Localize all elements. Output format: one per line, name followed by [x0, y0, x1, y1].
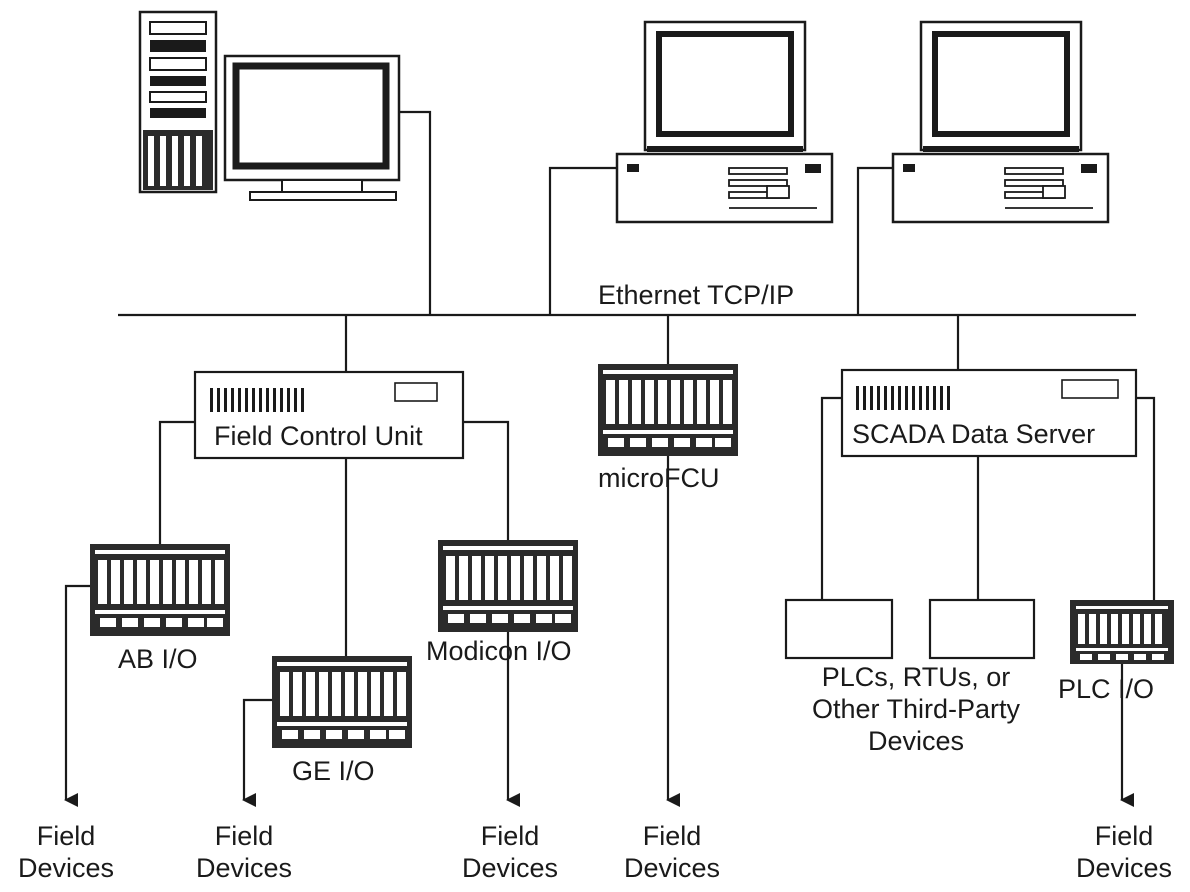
svg-text:Field: Field: [481, 821, 540, 851]
third-party-devices: PLCs, RTUs, or Other Third-Party Devices: [784, 598, 1036, 756]
svg-text:Devices: Devices: [196, 853, 292, 883]
plc-io-label: PLC I/O: [1058, 674, 1154, 704]
field-devices-modicon: Field Devices: [462, 821, 558, 883]
field-control-unit: Field Control Unit: [193, 315, 465, 460]
workstation-connectors: [399, 110, 893, 315]
svg-text:Field: Field: [643, 821, 702, 851]
desktop-computer-icon: [893, 22, 1108, 222]
svg-text:Devices: Devices: [624, 853, 720, 883]
third-party-label-line1: PLCs, RTUs, or: [822, 662, 1011, 692]
ab-io-label: AB I/O: [118, 644, 198, 674]
fcu-branches: [158, 420, 510, 658]
operator-workstation-2: [893, 22, 1108, 222]
server-tower-icon: [138, 10, 218, 194]
operator-workstation-1: [617, 22, 832, 222]
third-party-device-box: [784, 598, 894, 660]
monitor-icon: [223, 54, 401, 201]
third-party-label-line2: Other Third-Party: [812, 694, 1021, 724]
io-rack-icon: [272, 656, 412, 748]
modicon-io-label: Modicon I/O: [426, 636, 572, 666]
field-devices-ge: Field Devices: [196, 821, 292, 883]
scada-branches: [820, 396, 1156, 600]
third-party-label-line3: Devices: [868, 726, 964, 756]
ethernet-bus: Ethernet TCP/IP: [118, 280, 1136, 317]
svg-text:Field: Field: [215, 821, 274, 851]
field-devices-labels: Field Devices Field Devices Field Device…: [18, 821, 1172, 883]
field-devices-microfcu: Field Devices: [624, 821, 720, 883]
ge-io-rack: GE I/O: [242, 656, 412, 807]
field-devices-plc: Field Devices: [1076, 821, 1172, 883]
svg-text:Field: Field: [1095, 821, 1154, 851]
ethernet-label: Ethernet TCP/IP: [598, 280, 794, 310]
svg-text:Field: Field: [37, 821, 96, 851]
desktop-computer-icon: [617, 22, 832, 222]
scada-data-server-label: SCADA Data Server: [852, 419, 1095, 449]
field-control-unit-label: Field Control Unit: [214, 421, 423, 451]
svg-text:Devices: Devices: [1076, 853, 1172, 883]
modicon-io-rack: Modicon I/O: [426, 540, 578, 807]
ab-io-rack: AB I/O: [64, 544, 230, 807]
svg-text:Devices: Devices: [18, 853, 114, 883]
io-rack-icon: [438, 540, 578, 632]
field-devices-ab: Field Devices: [18, 821, 114, 883]
svg-text:Devices: Devices: [462, 853, 558, 883]
plc-io-rack: PLC I/O: [1058, 600, 1174, 807]
io-rack-icon: [90, 544, 230, 636]
microfcu: microFCU: [598, 315, 738, 807]
microfcu-label: microFCU: [598, 463, 720, 493]
third-party-device-box: [928, 598, 1036, 660]
scada-data-server: SCADA Data Server: [840, 315, 1138, 458]
io-rack-icon: [598, 364, 738, 456]
ge-io-label: GE I/O: [292, 756, 375, 786]
tower-workstation: [138, 10, 401, 201]
